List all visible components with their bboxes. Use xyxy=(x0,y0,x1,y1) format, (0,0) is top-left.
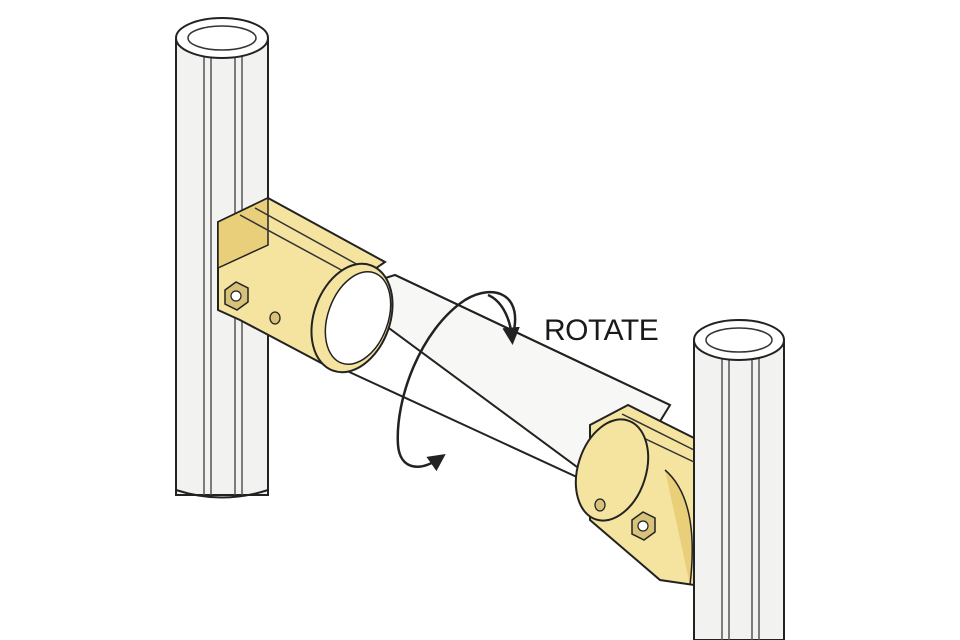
right-connector-clamp xyxy=(574,403,695,587)
bolt-icon xyxy=(224,281,249,311)
right-vertical-pipe xyxy=(693,319,785,640)
screw-hole-icon xyxy=(269,311,281,325)
bolt-icon xyxy=(631,511,656,541)
screw-hole-icon xyxy=(594,498,606,512)
left-connector-clamp xyxy=(217,196,394,374)
rotate-label: ROTATE xyxy=(544,314,658,347)
rotation-arrow-icon xyxy=(396,290,520,472)
